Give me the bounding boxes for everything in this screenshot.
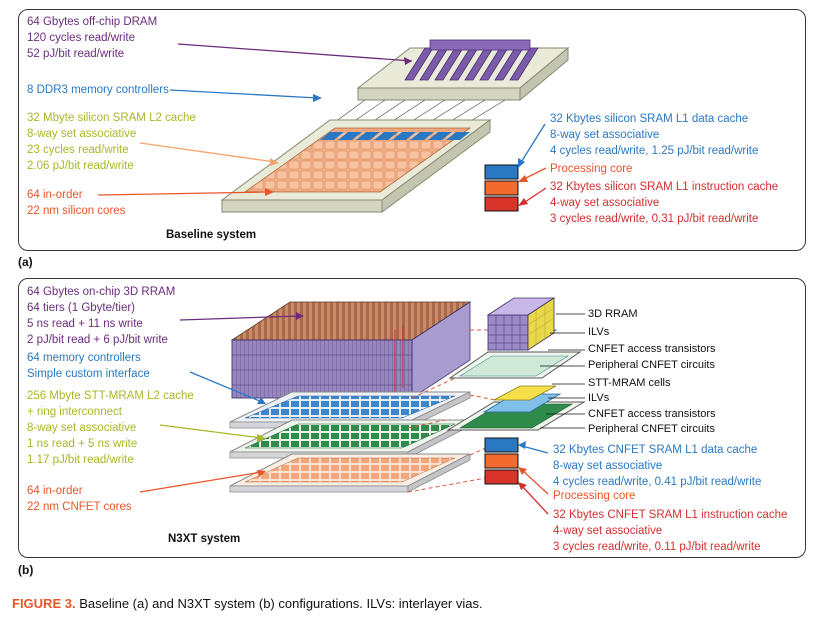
memctrl-spec-b: 64 memory controllers Simple custom inte…	[27, 352, 150, 380]
dram-module-art	[356, 39, 570, 102]
stt-mram-stack-art	[446, 385, 586, 431]
l2-spec-b: 256 Mbyte STT-MRAM L2 cache + ring inter…	[27, 390, 194, 466]
stack2-labels: STT-MRAM cells ILVs CNFET access transis…	[588, 377, 716, 435]
leaders-a	[97, 43, 547, 206]
l1d-spec-a: 32 Kbytes silicon SRAM L1 data cache 8-w…	[550, 113, 759, 157]
panel-a-title: Baseline system	[166, 229, 257, 241]
rram-cube-art	[448, 297, 582, 379]
stack1-labels: 3D RRAM ILVs CNFET access transistors Pe…	[588, 308, 716, 371]
l1d-spec-b: 32 Kbytes CNFET SRAM L1 data cache 8-way…	[553, 444, 762, 488]
figure-caption: FIGURE 3. Baseline (a) and N3XT system (…	[12, 596, 483, 611]
l2-spec-a: 32 Mbyte silicon SRAM L2 cache 8-way set…	[27, 112, 196, 172]
core-stack-b	[484, 437, 519, 485]
stt-mram-layer-art	[229, 391, 471, 429]
l1i-spec-a: 32 Kbytes silicon SRAM L1 instruction ca…	[550, 181, 779, 225]
panel-a-label: (a)	[18, 255, 33, 269]
panel-b-label: (b)	[18, 563, 34, 577]
cores-spec-b: 64 in-order 22 nm CNFET cores	[27, 485, 132, 513]
cnfet-cores-layer-art	[229, 453, 471, 493]
rram-block-art	[230, 301, 472, 399]
memctrl-spec-a: 8 DDR3 memory controllers	[27, 84, 169, 96]
figure-number: FIGURE 3.	[12, 596, 76, 611]
rram-spec: 64 Gbytes on-chip 3D RRAM 64 tiers (1 Gb…	[27, 286, 176, 346]
baseline-chip-art	[220, 119, 492, 213]
panel-b-title: N3XT system	[168, 533, 241, 545]
leaders-b	[139, 312, 549, 515]
cores-spec-a: 64 in-order 22 nm silicon cores	[27, 189, 126, 217]
stack-label-ticks	[540, 313, 585, 429]
proc-core-a: Processing core	[550, 163, 633, 175]
dram-spec: 64 Gbytes off-chip DRAM 120 cycles read/…	[27, 16, 158, 60]
core-stack-a	[484, 164, 519, 212]
proc-core-b: Processing core	[553, 490, 636, 502]
l1i-spec-b: 32 Kbytes CNFET SRAM L1 instruction cach…	[553, 509, 788, 553]
figure-caption-text: Baseline (a) and N3XT system (b) configu…	[75, 596, 483, 611]
